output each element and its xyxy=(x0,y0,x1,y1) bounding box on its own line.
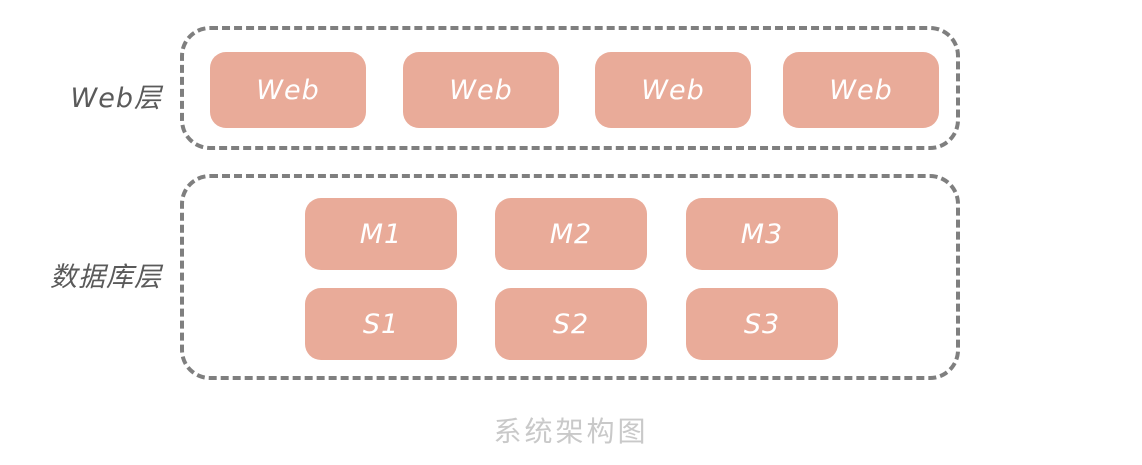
node-web-4[interactable]: Web xyxy=(783,52,939,128)
node-label: S2 xyxy=(552,308,590,340)
node-label: M1 xyxy=(359,218,403,250)
tier-label-database: 数据库层 xyxy=(50,262,162,293)
tier-container-database xyxy=(180,174,960,380)
node-web-2[interactable]: Web xyxy=(403,52,559,128)
node-web-1[interactable]: Web xyxy=(210,52,366,128)
node-label: S1 xyxy=(362,308,400,340)
node-slave-s2[interactable]: S2 xyxy=(495,288,647,360)
node-web-3[interactable]: Web xyxy=(595,52,751,128)
node-label: S3 xyxy=(743,308,781,340)
node-master-m2[interactable]: M2 xyxy=(495,198,647,270)
node-slave-s3[interactable]: S3 xyxy=(686,288,838,360)
node-label: M3 xyxy=(740,218,784,250)
node-label: Web xyxy=(256,74,320,106)
node-master-m1[interactable]: M1 xyxy=(305,198,457,270)
node-label: M2 xyxy=(549,218,593,250)
tier-container-web xyxy=(180,26,960,150)
node-slave-s1[interactable]: S1 xyxy=(305,288,457,360)
tier-label-web: Web层 xyxy=(70,83,162,114)
node-label: Web xyxy=(829,74,893,106)
node-label: Web xyxy=(449,74,513,106)
node-master-m3[interactable]: M3 xyxy=(686,198,838,270)
diagram-caption: 系统架构图 xyxy=(493,415,649,448)
node-label: Web xyxy=(641,74,705,106)
